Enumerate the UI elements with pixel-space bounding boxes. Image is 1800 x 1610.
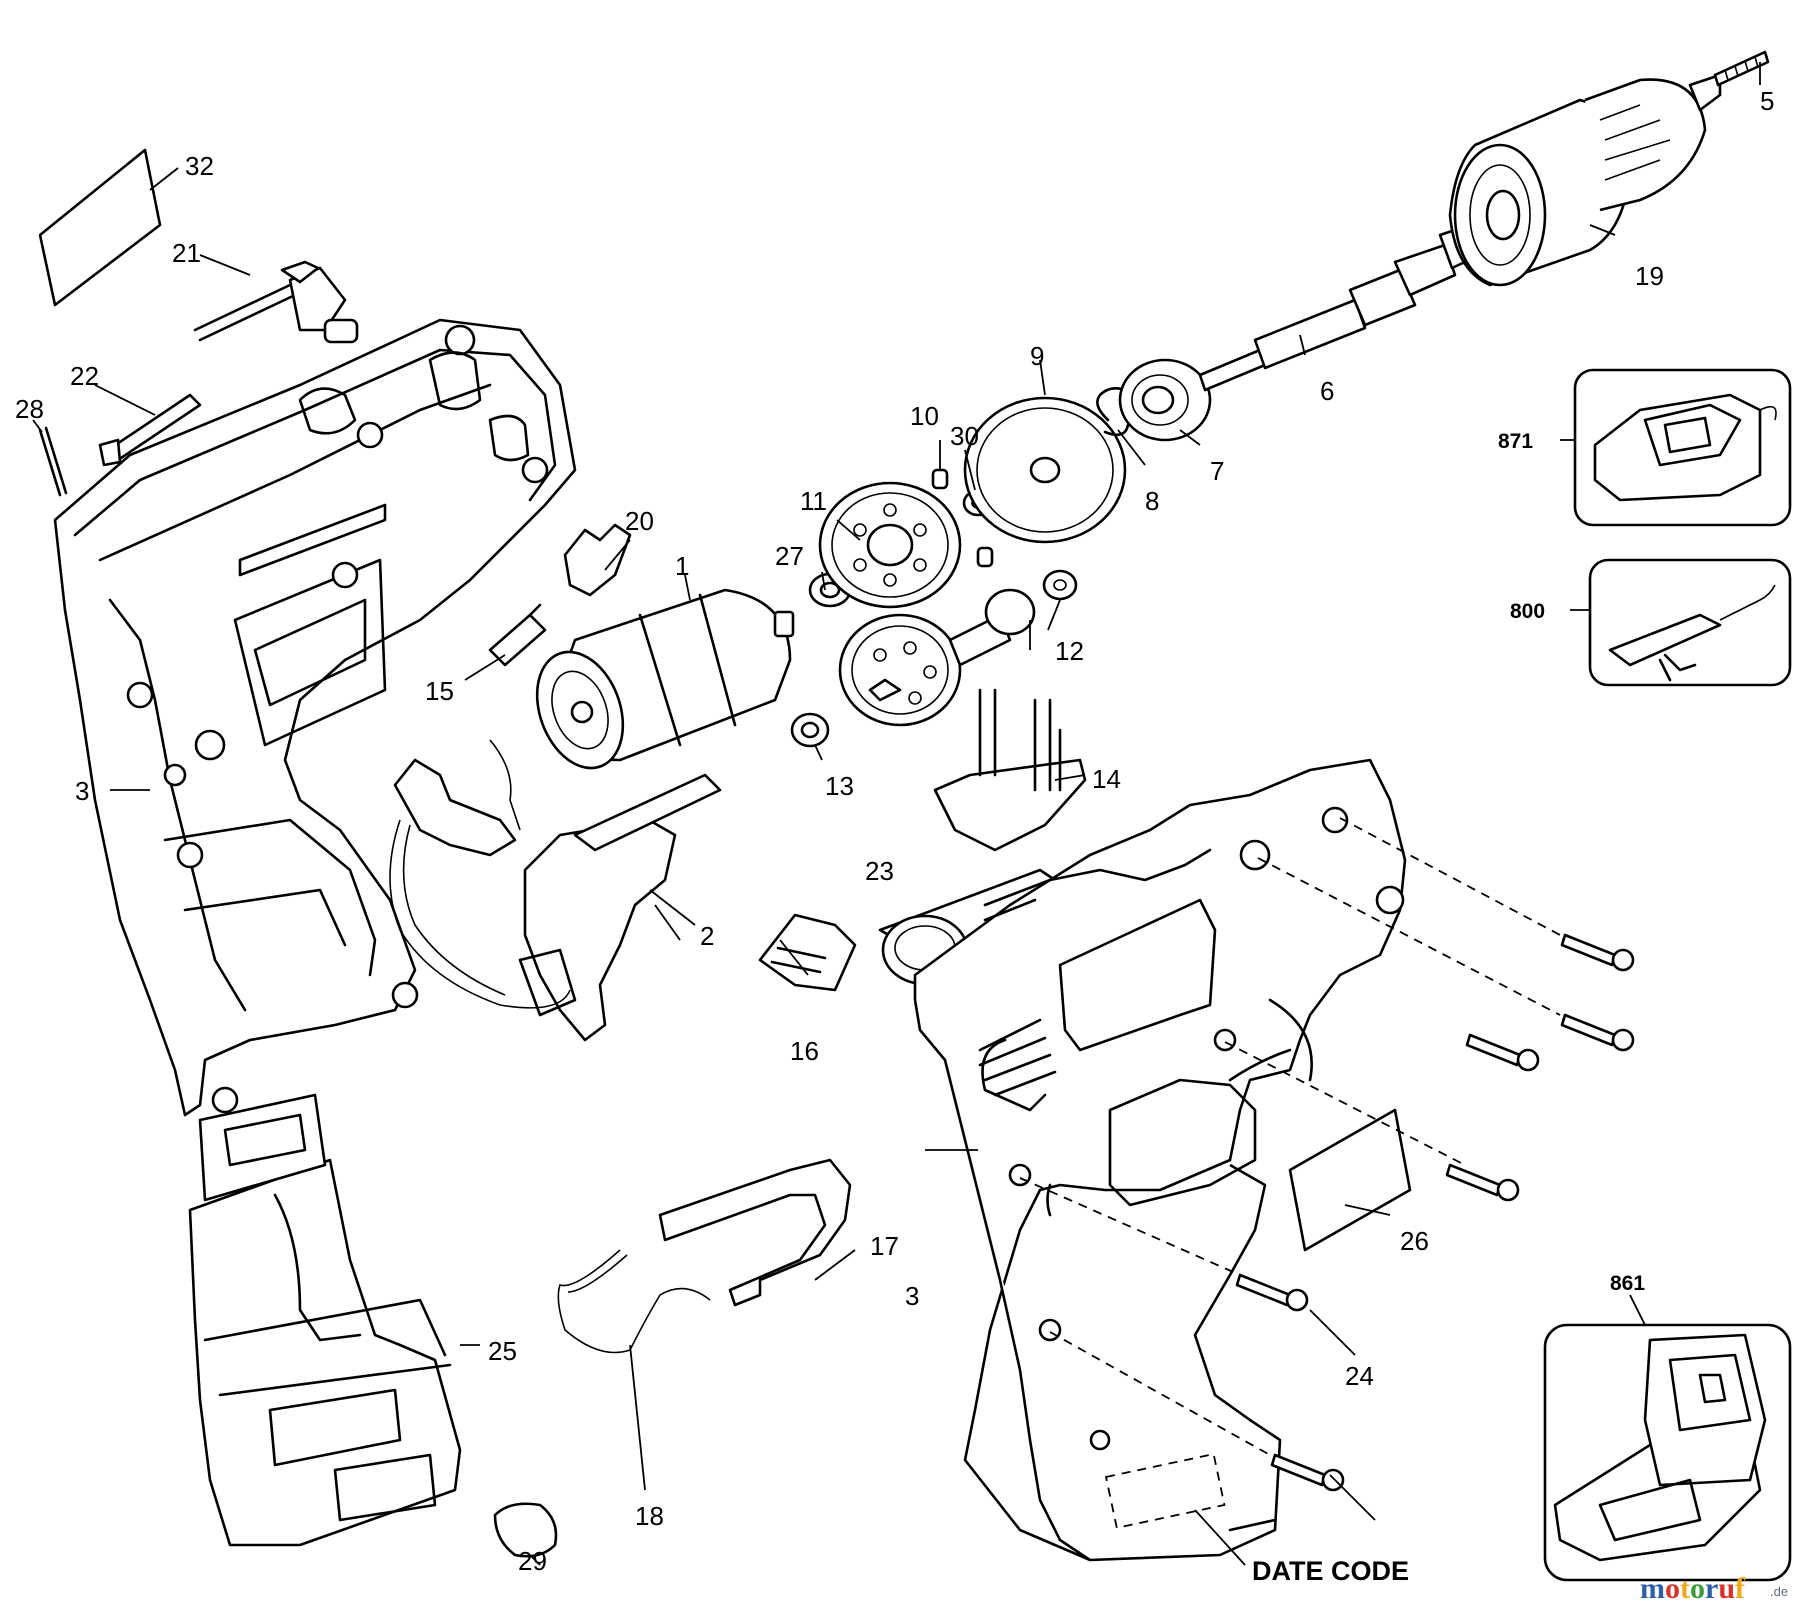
callout-28: 28 bbox=[15, 394, 44, 424]
callout-24: 24 bbox=[1345, 1361, 1374, 1391]
part-13-bearing bbox=[790, 712, 830, 748]
leader-lines bbox=[32, 62, 1761, 1566]
callout-17: 17 bbox=[870, 1231, 899, 1261]
callout-10: 10 bbox=[910, 401, 939, 431]
watermark-text: motoruf bbox=[1640, 1572, 1746, 1605]
callout-14: 14 bbox=[1092, 764, 1121, 794]
watermark-suffix: .de bbox=[1770, 1584, 1788, 1599]
callout-3b: 3 bbox=[905, 1281, 919, 1311]
part-17-latch bbox=[658, 1158, 852, 1307]
part-800-adapter-box bbox=[1588, 558, 1792, 687]
part-9-gear bbox=[963, 396, 1127, 544]
part-15-connector bbox=[488, 603, 547, 667]
part-32-label bbox=[38, 148, 162, 307]
part-28-pin bbox=[38, 426, 68, 497]
part-7-bearing bbox=[1118, 358, 1212, 442]
part-small-pin bbox=[976, 546, 994, 568]
part-26-label bbox=[1288, 1108, 1412, 1252]
part-1-motor bbox=[535, 588, 795, 770]
callout-871: 871 bbox=[1498, 430, 1533, 453]
part-14-bracket bbox=[933, 688, 1087, 852]
watermark-logo: motoruf .de bbox=[1640, 1572, 1788, 1605]
callout-19: 19 bbox=[1635, 261, 1664, 291]
part-10-pin bbox=[931, 468, 949, 490]
callout-3a: 3 bbox=[75, 776, 89, 806]
part-861-case-box bbox=[1543, 1323, 1792, 1582]
part-24-screws bbox=[1235, 933, 1635, 1492]
callout-29: 29 bbox=[518, 1546, 547, 1576]
callout-32: 32 bbox=[185, 151, 214, 181]
callout-800: 800 bbox=[1510, 600, 1545, 623]
part-6-spindle bbox=[1198, 223, 1482, 392]
dashed-screw-alignment-lines bbox=[1019, 817, 1561, 1456]
callout-13: 13 bbox=[825, 771, 854, 801]
svg-text:motoruf: motoruf bbox=[1640, 1572, 1746, 1605]
part-29-foot bbox=[493, 1502, 558, 1558]
callout-23: 23 bbox=[865, 856, 894, 886]
part-19-chuck bbox=[1448, 73, 1722, 287]
date-code-label: DATE CODE bbox=[1252, 1556, 1409, 1586]
callout-2: 2 bbox=[700, 921, 714, 951]
part-20-clip bbox=[563, 523, 632, 597]
callout-21: 21 bbox=[172, 238, 201, 268]
callout-11: 11 bbox=[800, 486, 827, 516]
part-22-screwdriver-bit bbox=[98, 393, 202, 467]
callout-20: 20 bbox=[625, 506, 654, 536]
callout-27: 27 bbox=[775, 541, 804, 571]
part-25-battery bbox=[188, 1093, 462, 1547]
callout-16: 16 bbox=[790, 1036, 819, 1066]
callout-861: 861 bbox=[1610, 1272, 1645, 1295]
callout-5: 5 bbox=[1760, 86, 1774, 116]
callout-25: 25 bbox=[488, 1336, 517, 1366]
part-871-charger-box bbox=[1573, 368, 1792, 527]
part-11-gear bbox=[818, 481, 962, 609]
callout-6: 6 bbox=[1320, 376, 1334, 406]
callout-22: 22 bbox=[70, 361, 99, 391]
part-3-right-housing bbox=[913, 758, 1407, 1562]
part-3-left-housing bbox=[53, 318, 577, 1117]
part-5-screw bbox=[1713, 50, 1770, 87]
part-18-spring bbox=[557, 1249, 711, 1354]
callout-15: 15 bbox=[425, 676, 454, 706]
callout-26: 26 bbox=[1400, 1226, 1429, 1256]
part-12-gear-set bbox=[838, 569, 1078, 727]
part-21-chuck-key bbox=[193, 260, 359, 344]
callout-7: 7 bbox=[1210, 456, 1224, 486]
callout-12: 12 bbox=[1055, 636, 1084, 666]
callout-30: 30 bbox=[950, 421, 979, 451]
callout-1: 1 bbox=[675, 551, 689, 581]
callout-labels: 32 21 22 28 20 1 15 3 2 16 23 14 13 12 2… bbox=[15, 86, 1774, 1586]
callout-18: 18 bbox=[635, 1501, 664, 1531]
callout-9: 9 bbox=[1030, 341, 1044, 371]
part-2-switch bbox=[389, 739, 722, 1042]
callout-8: 8 bbox=[1145, 486, 1159, 516]
part-16-pad bbox=[758, 913, 857, 992]
